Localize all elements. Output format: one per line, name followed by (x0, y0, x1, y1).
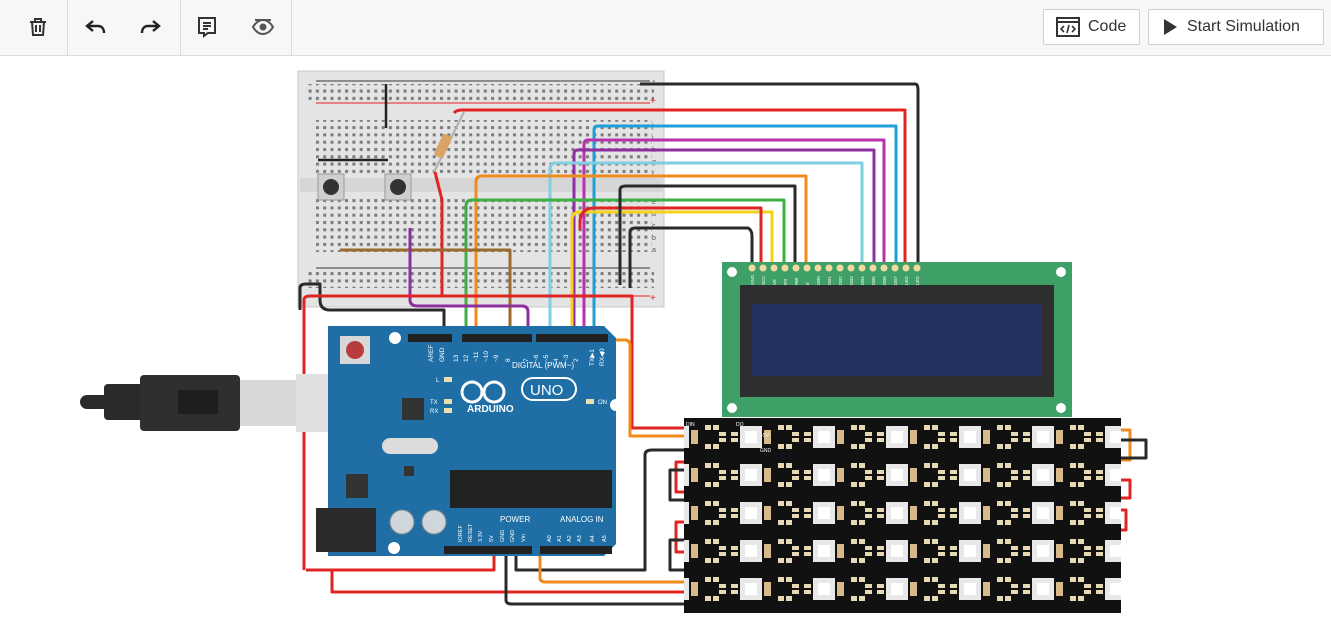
usb-cable (80, 374, 330, 432)
lcd-pin-gnd: GND (750, 274, 755, 285)
pin-label-6: ~6 (533, 354, 540, 362)
toolbar: Code Start Simulation (0, 0, 1331, 56)
toolbar-group-history (67, 0, 181, 55)
code-icon (1056, 16, 1080, 38)
lcd-pin-db1: DB1 (827, 276, 832, 285)
pin-label-12: 12 (463, 354, 470, 362)
neopixel-do-label: DO (736, 422, 744, 428)
breadboard-minus-bottom: - (650, 274, 653, 285)
power-pin-3v3: 3.3V (478, 530, 484, 542)
lcd-pin-e: E (805, 282, 810, 285)
neopixel-din-label: DIN (686, 422, 695, 428)
pin-label-9: ~9 (493, 354, 500, 362)
analog-in-label: ANALOG IN (560, 515, 604, 524)
neopixel-5v-label: +5V (760, 433, 770, 439)
analog-pin-a3: A3 (577, 535, 583, 542)
arduino-brand: ARDUINO (467, 404, 514, 415)
lcd-pin-db3: DB3 (849, 276, 854, 285)
circuit-canvas[interactable]: - + - + j i h g f e d c b a (0, 56, 1331, 627)
breadboard-plus-bottom: + (650, 293, 656, 304)
pushbutton-1[interactable] (317, 173, 345, 201)
eye-icon (251, 18, 275, 36)
redo-icon (140, 20, 161, 34)
lcd-pin-rs: RS (783, 279, 788, 285)
pin-label-tx: TX▶1 (589, 349, 596, 366)
power-pin-vin: Vin (521, 534, 527, 542)
start-simulation-button[interactable]: Start Simulation (1148, 9, 1324, 45)
arduino-model: UNO (530, 382, 563, 399)
lcd-pin-led-k: LED (915, 275, 920, 285)
redo-button[interactable] (132, 10, 168, 44)
neopixel-matrix[interactable]: DIN DO +5V GND (684, 418, 1121, 613)
play-icon (1161, 18, 1179, 36)
pin-label-gnd: GND (439, 347, 446, 362)
analog-pin-a2: A2 (567, 535, 573, 542)
on-label: ON (598, 400, 607, 406)
lcd-pin-db6: DB6 (882, 276, 887, 285)
analog-pin-a5: A5 (602, 535, 608, 542)
breadboard-plus-top: + (650, 96, 656, 107)
breadboard[interactable]: - + - + j i h g f e d c b a (297, 70, 665, 308)
toolbar-group-view (180, 0, 292, 55)
notes-icon (198, 17, 216, 38)
lcd-16x2[interactable]: GND VCC V0 RS RW E DB0 DB1 DB2 DB3 DB4 D… (722, 262, 1072, 417)
l-led-label: L (436, 378, 440, 384)
pin-label-rx: RX◀0 (599, 348, 606, 366)
lcd-pin-db5: DB5 (871, 276, 876, 285)
lcd-pin-led-a: LED (904, 275, 909, 285)
analog-pin-a0: A0 (547, 535, 553, 542)
trash-icon (30, 18, 46, 36)
start-simulation-label: Start Simulation (1187, 18, 1300, 35)
pin-label-7: 7 (523, 358, 530, 362)
lcd-pin-db0: DB0 (816, 276, 821, 285)
wires (298, 82, 1148, 606)
pin-label-13: 13 (453, 354, 460, 362)
pin-label-2: 2 (573, 358, 580, 362)
analog-pin-a4: A4 (590, 535, 596, 542)
rx-led-label: RX (430, 409, 438, 415)
notes-button[interactable] (189, 10, 225, 44)
lcd-pin-db2: DB2 (838, 276, 843, 285)
lcd-pin-v0: V0 (772, 279, 777, 285)
power-pin-5v: 5V (489, 535, 495, 542)
arduino-uno[interactable]: AREF GND 13 12 ~11 ~10 ~9 8 7 ~6 ~5 4 ~3… (316, 326, 622, 556)
pushbutton-2[interactable] (384, 173, 412, 201)
power-pin-ioref: IOREF (458, 525, 464, 542)
lcd-pin-rw: RW (794, 277, 799, 285)
lcd-pin-db4: DB4 (860, 276, 865, 285)
row-label-b: b (652, 235, 656, 242)
digital-pwm-label: DIGITAL (PWM~) (512, 361, 574, 370)
pin-label-aref: AREF (428, 345, 435, 362)
row-label-e: e (652, 199, 656, 206)
pin-label-5: ~5 (543, 354, 550, 362)
pin-label-11: ~11 (473, 351, 480, 362)
visibility-button[interactable] (245, 10, 281, 44)
lcd-pin-db7: DB7 (893, 276, 898, 285)
power-pin-reset: RESET (468, 523, 474, 542)
power-pin-gnd1: GND (500, 530, 506, 542)
power-label: POWER (500, 515, 530, 524)
lcd-pin-vcc: VCC (761, 275, 766, 285)
pin-label-3: ~3 (563, 354, 570, 362)
delete-button[interactable] (20, 10, 56, 44)
resistor[interactable] (433, 111, 465, 173)
undo-button[interactable] (78, 10, 114, 44)
pin-label-10: ~10 (483, 351, 490, 362)
row-label-a: a (652, 247, 656, 254)
pin-label-4: 4 (553, 358, 560, 362)
code-label: Code (1088, 18, 1127, 35)
breadboard-minus-top: - (652, 76, 655, 87)
row-label-d: d (652, 211, 656, 218)
undo-icon (85, 20, 106, 34)
pin-label-8: 8 (505, 358, 512, 362)
toolbar-group-delete (0, 0, 68, 55)
neopixel-gnd-label: GND (760, 448, 772, 454)
tx-led-label: TX (430, 400, 438, 406)
analog-pin-a1: A1 (557, 535, 563, 542)
code-button[interactable]: Code (1043, 9, 1140, 45)
power-pin-gnd2: GND (510, 530, 516, 542)
